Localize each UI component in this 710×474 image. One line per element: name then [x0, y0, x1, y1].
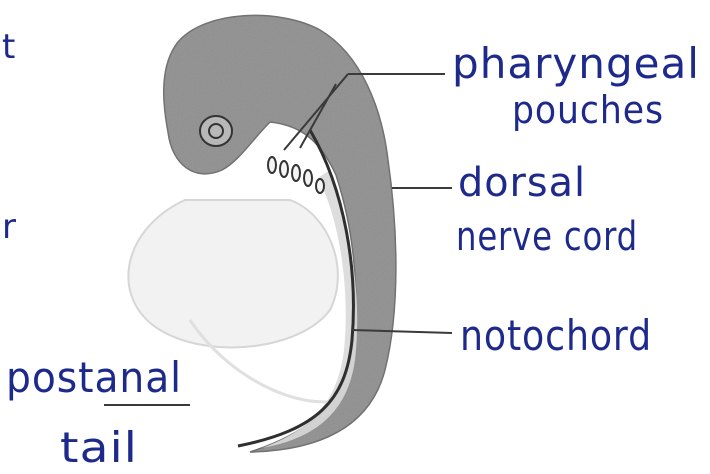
yolk-sac-outline	[128, 200, 337, 347]
label-pouches: pouches	[512, 88, 664, 132]
label-pharyngeal: pharyngeal	[452, 39, 700, 88]
label-fragment-mid: r	[2, 207, 17, 247]
label-tail: tail	[60, 423, 138, 472]
label-nerve-cord: nerve cord	[456, 214, 638, 260]
label-notochord: notochord	[460, 311, 652, 360]
label-postanal: postanal	[6, 353, 182, 402]
label-fragment-top: t	[2, 27, 16, 67]
pharyngeal-pouches	[268, 157, 324, 193]
label-dorsal: dorsal	[458, 160, 586, 206]
eye-icon	[200, 116, 232, 146]
